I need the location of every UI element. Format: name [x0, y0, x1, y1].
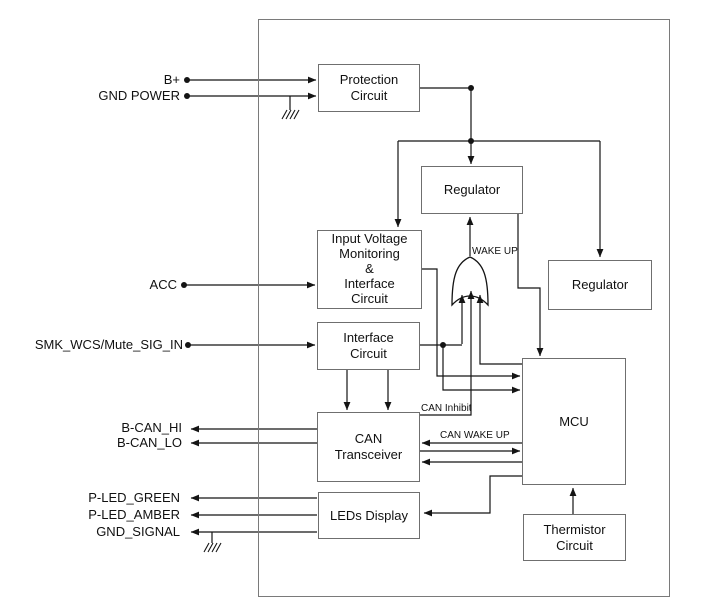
- block-protection-circuit: Protection Circuit: [318, 64, 420, 112]
- block-input-voltage-monitoring: Input Voltage Monitoring & Interface Cir…: [317, 230, 422, 309]
- wire-mcu-to-orgate: [476, 294, 522, 365]
- label-can-inhibit: CAN Inhibit: [421, 403, 472, 414]
- port-gnd-power: GND POWER: [98, 88, 180, 103]
- port-b-plus: B+: [163, 72, 180, 87]
- port-b-can-lo: B-CAN_LO: [116, 435, 182, 450]
- block-regulator-2: Regulator: [548, 260, 652, 310]
- block-thermistor-circuit: Thermistor Circuit: [523, 514, 626, 561]
- wire-regulator1-to-mcu: [517, 214, 544, 357]
- block-leds-display: LEDs Display: [318, 492, 420, 539]
- wire-group: [184, 76, 604, 543]
- module-boundary: [258, 19, 670, 597]
- block-mcu: MCU: [522, 358, 626, 485]
- wire-input-voltage-to-mcu: [422, 268, 521, 380]
- or-gate-wires: [420, 216, 522, 416]
- block-regulator-1: Regulator: [421, 166, 523, 214]
- block-interface-circuit: Interface Circuit: [317, 322, 420, 370]
- port-gnd-signal: GND_SIGNAL: [96, 524, 180, 539]
- label-wake-up: WAKE UP: [472, 246, 518, 257]
- port-acc: ACC: [149, 277, 177, 292]
- wire-interface-to-mcu: [442, 345, 521, 394]
- ground-symbol-signal: [203, 542, 222, 553]
- port-p-led-green: P-LED_GREEN: [88, 490, 180, 505]
- port-p-led-amber: P-LED_AMBER: [88, 507, 180, 522]
- junction-dots: [181, 77, 474, 348]
- wire-can-inhibit: [420, 290, 475, 416]
- port-smk-wcs: SMK_WCS/Mute_SIG_IN: [34, 337, 183, 352]
- port-b-can-hi: B-CAN_HI: [121, 420, 182, 435]
- ground-symbol-power: [281, 109, 300, 120]
- block-can-transceiver: CAN Transceiver: [317, 412, 420, 482]
- label-can-wake-up: CAN WAKE UP: [440, 430, 510, 441]
- wire-mcu-to-leds: [423, 475, 522, 517]
